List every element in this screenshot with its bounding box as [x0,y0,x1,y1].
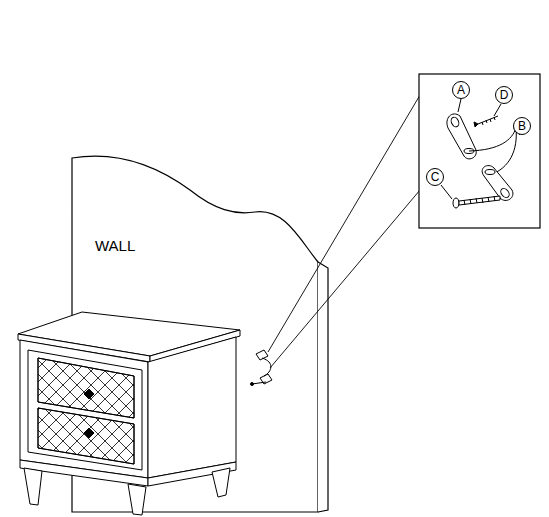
callout-letter: B [518,120,526,132]
callout-letter: C [431,171,440,183]
wall-label: WALL [95,237,135,254]
hardware-detail [441,99,520,208]
detail-box [419,74,540,228]
wall-edge [318,262,328,512]
callout-letter: A [457,84,465,96]
leader-line [268,95,420,368]
nightstand [18,312,240,515]
bracket-small [251,350,273,386]
callout-letter: D [500,89,509,101]
